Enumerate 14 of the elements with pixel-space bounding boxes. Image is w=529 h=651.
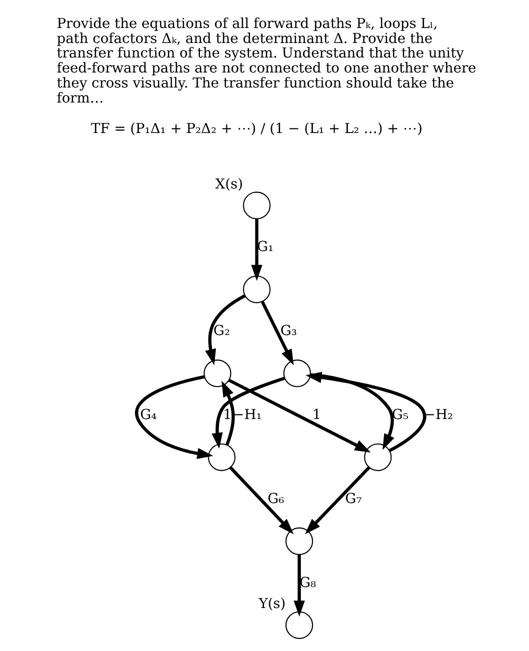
diagram-title: Provide the equations of all forward paths Pₖ, loops Lₗ, path cofactors Δₖ, and the determinant Δ. Provide the transfer function of the system. Understand that the unity feed-forward paths are not connected to one another where they cross visually. The transfer function should take the form…: [56, 16, 476, 106]
node-label: X(s): [214, 176, 242, 192]
edge-label: G₂: [212, 322, 230, 339]
node-label: Y(s): [258, 596, 286, 612]
edge-label: 1: [312, 406, 321, 423]
edge-label: G₅: [391, 406, 408, 423]
edge-label: −H₂: [423, 406, 453, 423]
edge-label: G₄: [140, 406, 156, 423]
edge-label: G₆: [267, 490, 284, 507]
edge-label: G₇: [344, 490, 362, 507]
edge-label: G₃: [280, 322, 296, 339]
edge-label: 1: [222, 406, 232, 423]
label: TF = (P₁Δ₁ + P₂Δ₂ + ⋯) / (1 − (L₁ + L₂ …) + ⋯): [90, 121, 422, 138]
edge-label: −H₁: [232, 406, 262, 423]
